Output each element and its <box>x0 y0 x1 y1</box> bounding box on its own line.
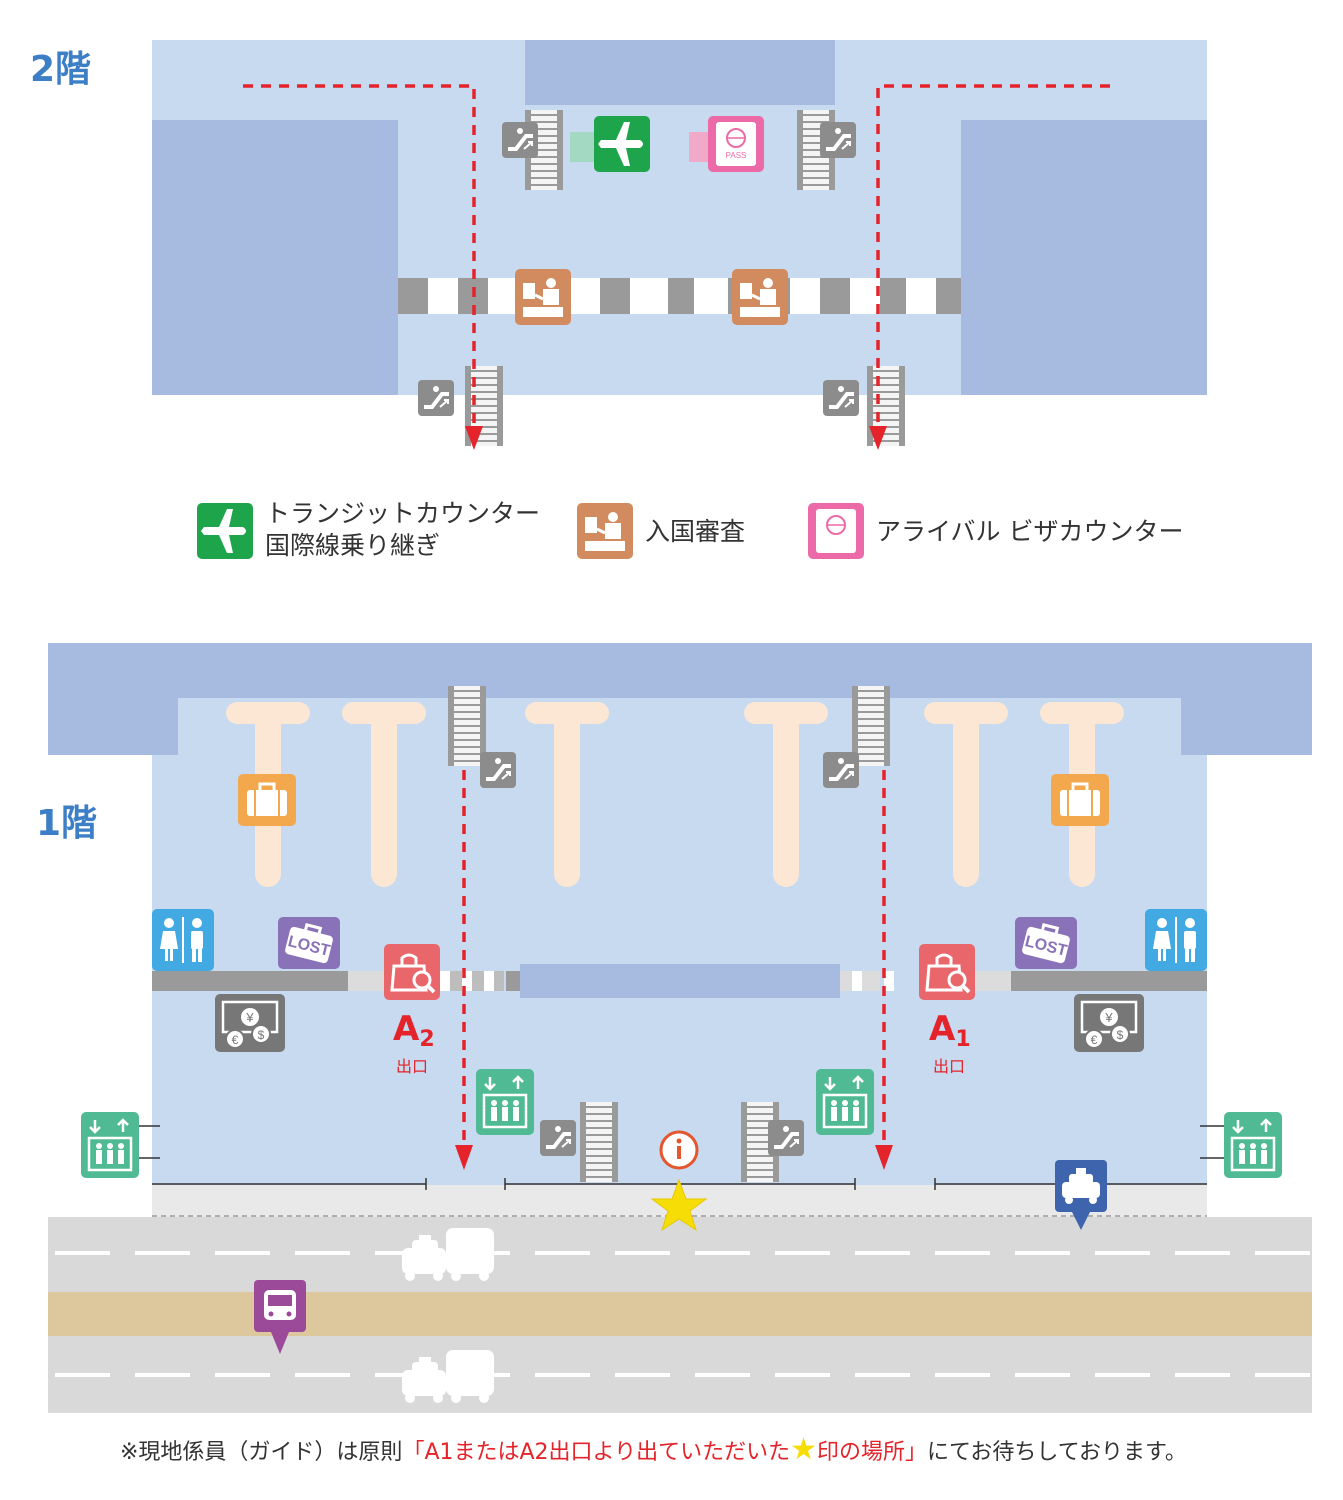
escalator-icon <box>500 120 540 160</box>
stairs-1f-top-left <box>447 685 487 767</box>
escalator-icon <box>766 1118 806 1158</box>
legend-immigration-icon <box>575 501 635 561</box>
escalator-icon <box>478 750 518 790</box>
route-arrow <box>869 426 887 450</box>
escalator-icon <box>538 1118 578 1158</box>
route-arrow <box>455 1145 473 1170</box>
euro-symbol: € <box>1091 1033 1098 1047</box>
note-star-icon: ★ <box>790 1432 817 1467</box>
dollar-symbol: $ <box>258 1028 265 1042</box>
floor1-label: 1階 <box>36 803 98 844</box>
exit-a1-label: A1 <box>929 1012 971 1057</box>
floor2-label: 2階 <box>30 49 92 90</box>
customs-exit-icon <box>382 942 442 1002</box>
route-arrow <box>875 1145 893 1170</box>
exit-a2-sub: 出口 <box>396 1057 429 1076</box>
legend-visa-icon <box>808 503 864 559</box>
exit-a1-number: 1 <box>955 1027 971 1052</box>
exit-a2-number: 2 <box>419 1027 435 1052</box>
baggage-claim-icon <box>1049 772 1111 828</box>
route-arrow <box>465 426 483 450</box>
escalator-icon <box>818 120 858 160</box>
meeting-note: ※現地係員（ガイド）は原則「A1またはA2出口より出ていただいた★印の場所」にて… <box>120 1432 1187 1467</box>
passport-text: PASS <box>726 151 747 160</box>
baggage-claim-icon <box>236 772 298 828</box>
exit-a2-label: A2 <box>393 1012 435 1057</box>
yen-symbol: ¥ <box>1104 1010 1113 1025</box>
elevator-icon <box>79 1110 141 1180</box>
legend-immigration-label: 入国審査 <box>645 517 746 546</box>
transit-counter-icon <box>594 116 650 172</box>
visa-counter-icon <box>708 116 764 172</box>
escalator-icon <box>821 750 861 790</box>
legend-visa-label: アライバル ビザカウンター <box>876 517 1184 546</box>
note-prefix: ※現地係員（ガイド）は原則 <box>120 1440 403 1465</box>
elevator-icon <box>1222 1110 1284 1180</box>
vehicles <box>402 1228 494 1403</box>
dollar-symbol: $ <box>1117 1028 1124 1042</box>
immigration-barrier <box>398 278 961 314</box>
note-highlight-b: 印の場所」 <box>817 1440 928 1465</box>
elevator-icon <box>814 1067 876 1137</box>
euro-symbol: € <box>232 1033 239 1047</box>
legend-transit-line1: トランジットカウンター <box>265 499 541 528</box>
exit-a1-sub: 出口 <box>933 1057 966 1076</box>
note-highlight-a: 「A1またはA2出口より出ていただいた <box>402 1440 791 1465</box>
yen-symbol: ¥ <box>245 1010 254 1025</box>
exit-a1-letter: A <box>929 1009 956 1049</box>
legend-transit-line2: 国際線乗り継ぎ <box>265 531 441 560</box>
note-suffix: にてお待ちしております。 <box>927 1440 1187 1465</box>
route-2f <box>243 84 1110 428</box>
information-icon <box>659 1130 699 1170</box>
stairs-1f-bottom-left <box>579 1101 619 1183</box>
taxi-stand-icon <box>1055 1160 1107 1230</box>
bus-stop-icon <box>254 1280 306 1354</box>
immigration-icon <box>730 267 790 327</box>
immigration-icon <box>513 267 573 327</box>
customs-exit-icon <box>917 942 977 1002</box>
meeting-point-star-icon <box>650 1178 708 1232</box>
elevator-icon <box>474 1067 536 1137</box>
legend-transit-icon <box>197 503 253 559</box>
legend-transit-label: トランジットカウンター 国際線乗り継ぎ <box>265 498 540 562</box>
escalator-icon <box>821 378 861 418</box>
restroom-icon <box>151 908 215 972</box>
exit-a2-letter: A <box>393 1009 420 1049</box>
restroom-icon <box>1144 908 1208 972</box>
escalator-icon <box>416 378 456 418</box>
route-1f <box>462 770 886 1148</box>
